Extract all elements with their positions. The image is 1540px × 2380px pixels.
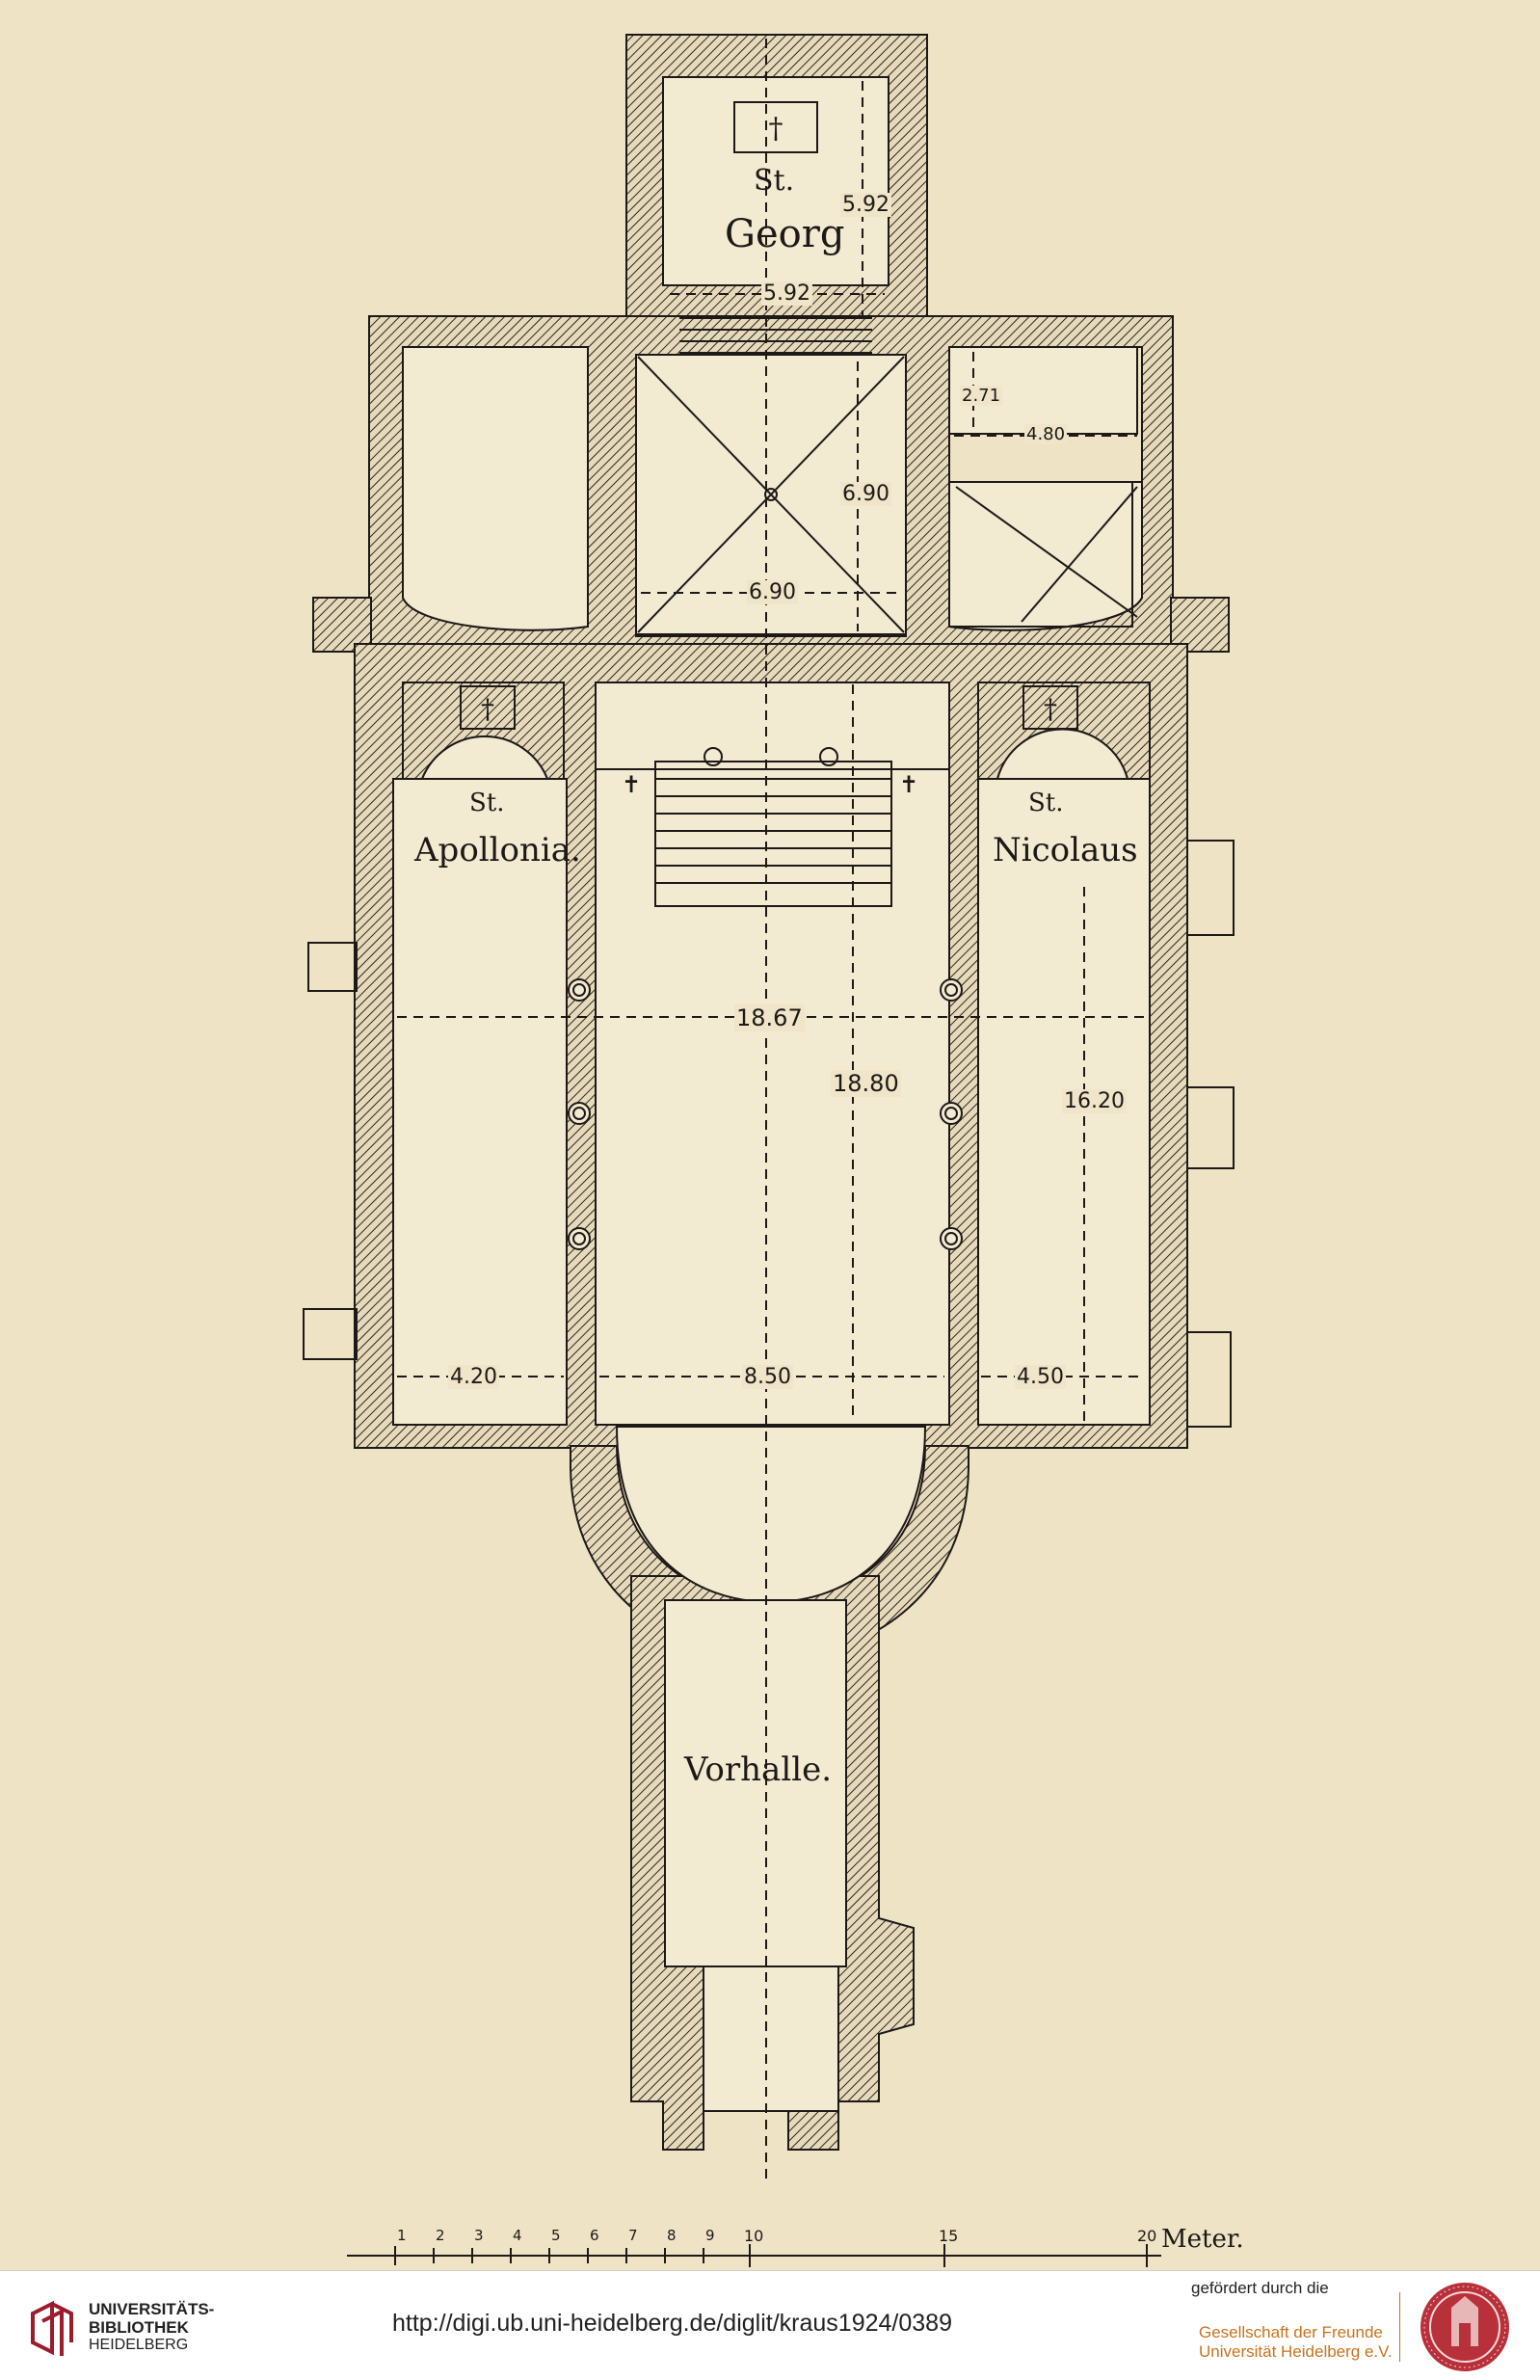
sponsor-name-line: Gesellschaft der Freunde xyxy=(1199,2323,1383,2341)
scale-number: 1 xyxy=(397,2227,407,2244)
svg-text:✝: ✝ xyxy=(899,771,918,798)
library-city: HEIDELBERG xyxy=(89,2337,189,2353)
scale-unit: Meter. xyxy=(1161,2225,1244,2254)
viewer-footer: UNIVERSITÄTS- BIBLIOTHEK HEIDELBERG http… xyxy=(0,2270,1540,2380)
scale-number: 3 xyxy=(474,2227,484,2244)
svg-text:†: † xyxy=(769,112,783,146)
dimension-crossing-height: 6.90 xyxy=(840,482,891,506)
svg-text:†: † xyxy=(1044,693,1057,725)
scale-number: 7 xyxy=(628,2227,638,2244)
dimension-crossing-width: 6.90 xyxy=(747,580,798,604)
dimension-georg-width: 5.92 xyxy=(761,281,812,306)
permalink-url[interactable]: http://digi.ub.uni-heidelberg.de/diglit/… xyxy=(392,2310,952,2337)
room-label-georg: Georg xyxy=(725,212,845,256)
sponsor-label: gefördert durch die xyxy=(1191,2279,1329,2297)
scale-number: 20 xyxy=(1137,2227,1157,2245)
dimension-aisle-length: 16.20 xyxy=(1062,1089,1127,1113)
church-floor-plan: † † † ✝ ✝ xyxy=(303,34,1235,2267)
dimension-nave-width: 8.50 xyxy=(742,1365,793,1389)
scale-number: 9 xyxy=(705,2227,715,2244)
dimension-nave-length: 18.80 xyxy=(831,1070,901,1097)
scanned-page: † † † ✝ ✝ xyxy=(303,34,1244,2267)
room-label-georg-saint: St. xyxy=(754,164,795,198)
dimension-georg-height: 5.92 xyxy=(840,193,891,217)
room-label-vorhalle: Vorhalle. xyxy=(684,1751,832,1789)
university-seal-icon xyxy=(1421,2283,1509,2371)
sponsor-name: Gesellschaft der Freunde Universität Hei… xyxy=(1199,2323,1393,2362)
scale-number: 10 xyxy=(744,2227,764,2245)
room-label-apollonia: Apollonia. xyxy=(414,831,581,869)
library-name-line: BIBLIOTHEK xyxy=(89,2318,189,2337)
library-name-line: UNIVERSITÄTS- xyxy=(89,2300,215,2318)
scale-bar xyxy=(347,2244,1161,2267)
library-name: UNIVERSITÄTS- BIBLIOTHEK xyxy=(89,2300,214,2337)
svg-text:✝: ✝ xyxy=(622,771,641,798)
scale-number: 4 xyxy=(513,2227,522,2244)
room-label-nicolaus-saint: St. xyxy=(1028,789,1064,817)
scale-number: 8 xyxy=(667,2227,677,2244)
university-library-logo-icon xyxy=(31,2300,73,2356)
dimension-sacristy-width: 4.80 xyxy=(1024,424,1068,444)
sponsor-name-line: Universität Heidelberg e.V. xyxy=(1199,2342,1393,2361)
svg-text:†: † xyxy=(481,693,494,725)
dimension-left-aisle-width: 4.20 xyxy=(448,1365,499,1389)
footer-divider xyxy=(1399,2292,1400,2362)
room-label-apollonia-saint: St. xyxy=(469,789,505,817)
room-label-nicolaus: Nicolaus xyxy=(993,831,1138,869)
dimension-total-width: 18.67 xyxy=(734,1004,805,1031)
scale-number: 6 xyxy=(590,2227,599,2244)
dimension-sacristy-height: 2.71 xyxy=(960,386,1003,406)
dimension-right-aisle-width: 4.50 xyxy=(1015,1365,1066,1389)
scale-number: 5 xyxy=(551,2227,561,2244)
scale-number: 2 xyxy=(436,2227,445,2244)
scale-number: 15 xyxy=(939,2227,959,2245)
